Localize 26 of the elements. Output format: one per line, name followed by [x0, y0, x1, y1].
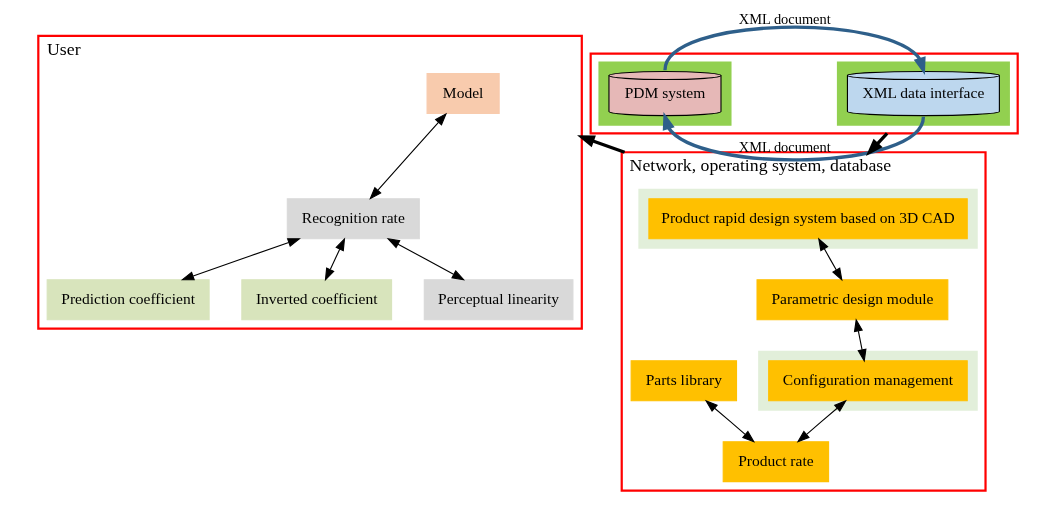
arrow	[796, 399, 847, 443]
arrow	[853, 318, 867, 363]
cluster	[836, 61, 1010, 126]
node-box: Perceptual linearity	[423, 279, 574, 321]
arrow	[369, 112, 448, 200]
node-box: Product rate	[722, 441, 830, 483]
node-box: Recognition rate	[286, 198, 420, 240]
node-box: Prediction coefficient	[46, 279, 210, 321]
cluster	[589, 52, 1019, 135]
cluster	[638, 188, 978, 249]
node-box: Parts library	[630, 360, 738, 402]
cluster	[598, 61, 732, 126]
node-box: Model	[426, 73, 500, 115]
arrow	[577, 135, 626, 154]
arrow	[324, 237, 346, 282]
node-box: Product rapid design system based on 3D CAD	[648, 198, 968, 240]
arrow	[663, 25, 926, 76]
arrow	[704, 399, 756, 443]
arrow	[662, 112, 925, 162]
arrow	[386, 238, 466, 281]
node-box: Parametric design module	[756, 279, 949, 321]
arrow	[817, 237, 843, 282]
node-box: Configuration management	[768, 360, 968, 402]
arrow	[180, 238, 301, 281]
edge-label: XML document	[738, 11, 831, 28]
node-box: Inverted coefficient	[241, 279, 393, 321]
